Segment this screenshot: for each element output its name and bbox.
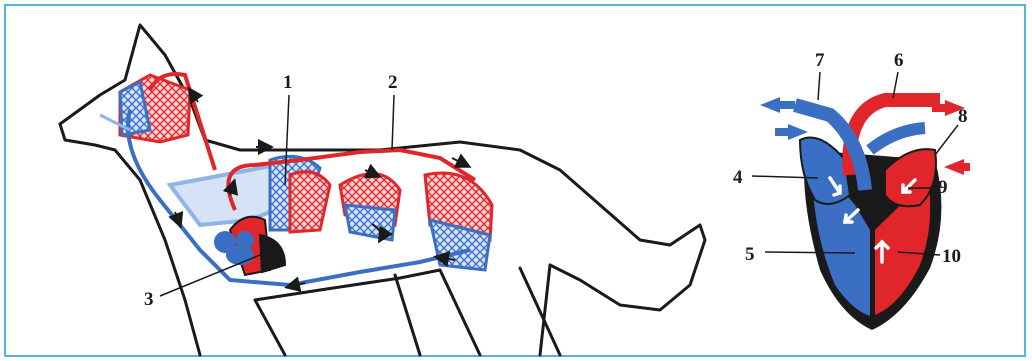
- label-10: 10: [942, 246, 961, 267]
- label-9: 9: [938, 177, 948, 198]
- heart-diagram: [752, 72, 970, 330]
- label-8: 8: [958, 106, 968, 127]
- label-2: 2: [388, 72, 398, 93]
- label-1: 1: [283, 72, 293, 93]
- label-4: 4: [733, 167, 743, 188]
- label-5: 5: [745, 244, 755, 265]
- label-3: 3: [144, 289, 154, 310]
- dog-vessels: [100, 74, 492, 296]
- label-6: 6: [894, 50, 904, 71]
- label-7: 7: [815, 50, 825, 71]
